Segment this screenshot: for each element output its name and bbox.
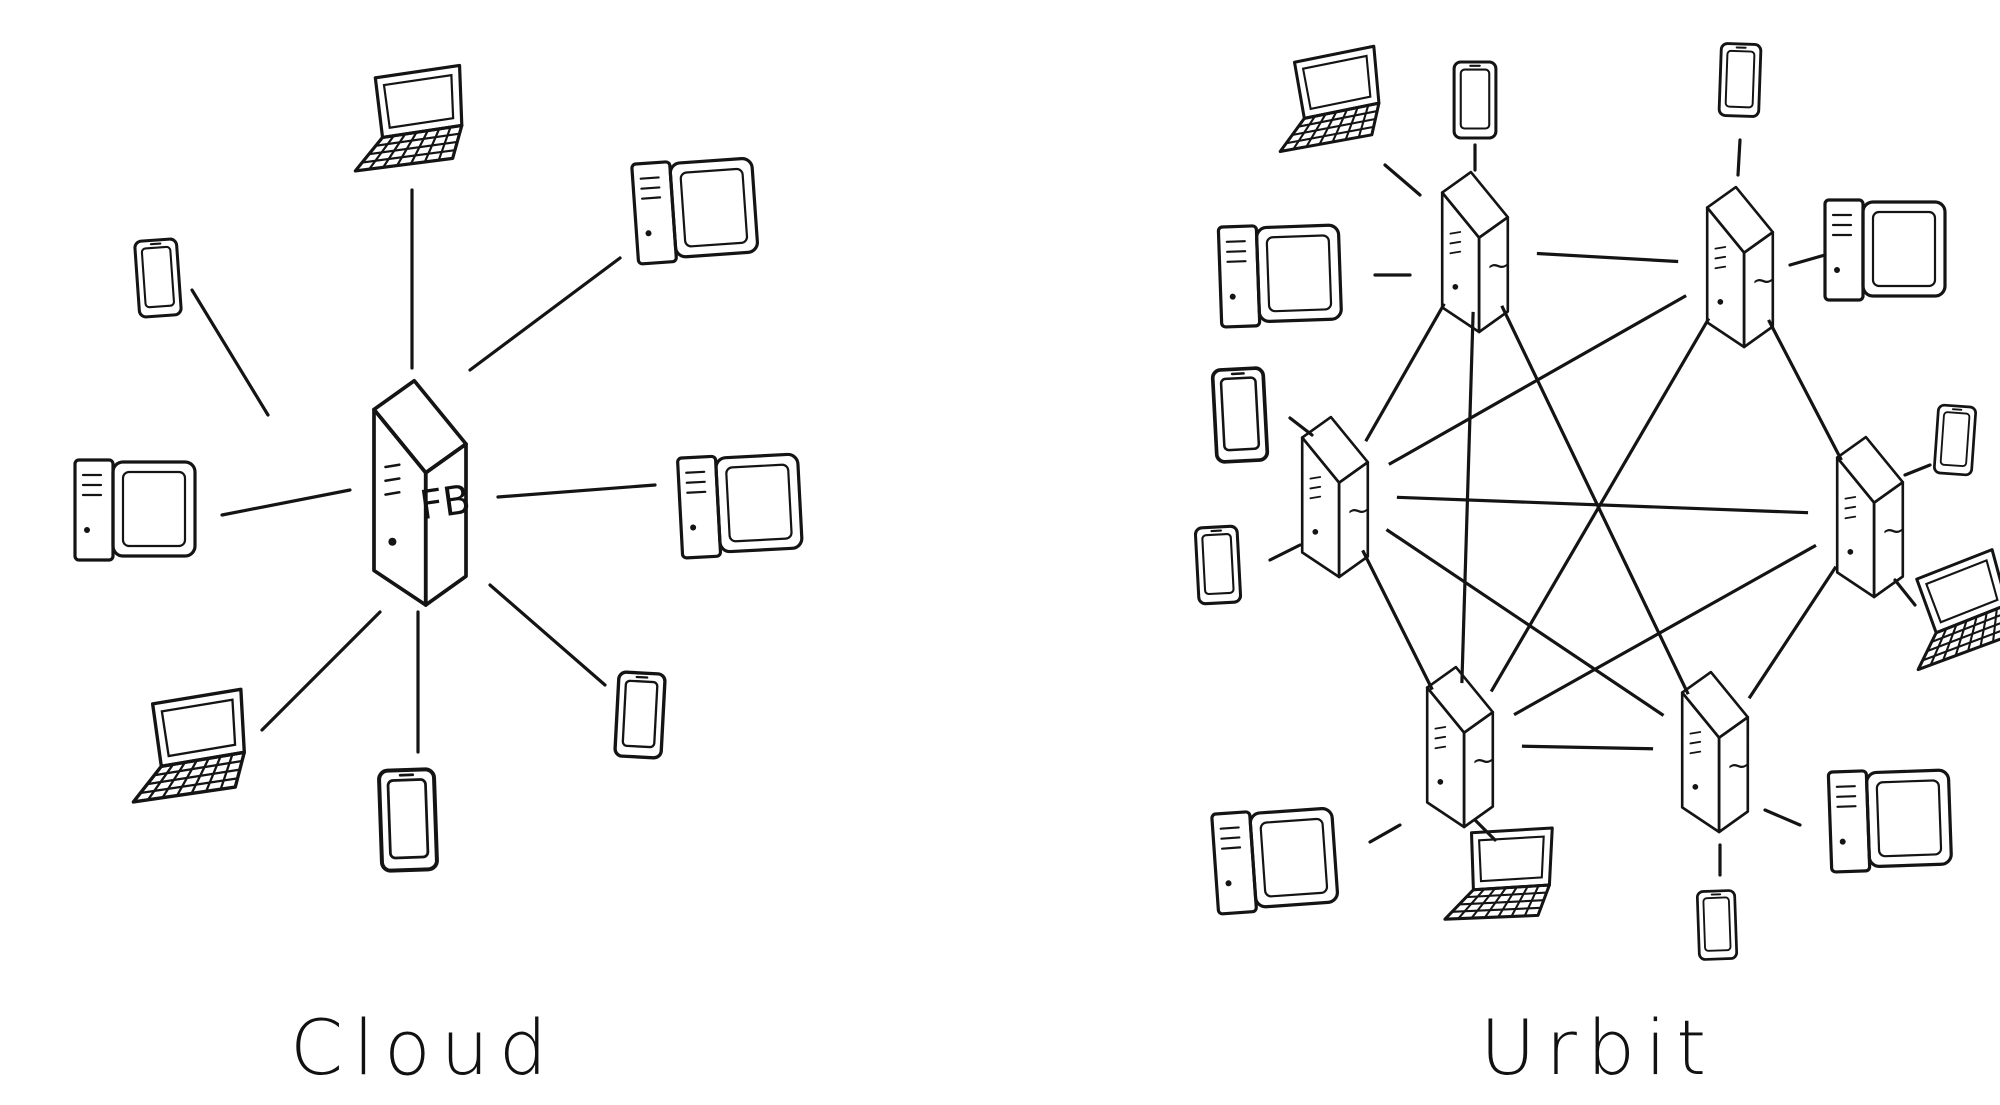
node-mark: ~ xyxy=(1346,494,1369,527)
connection-line xyxy=(1475,820,1495,840)
mesh-link xyxy=(1335,265,1740,495)
desktop-computer-icon xyxy=(1218,223,1341,327)
hub-label: FB xyxy=(417,477,473,530)
node-mark: ~ xyxy=(1881,514,1904,547)
phone-icon xyxy=(135,239,182,318)
phone-icon xyxy=(1719,43,1761,116)
caption-urbit: Urbit xyxy=(1480,1010,1716,1086)
node-mark: ~ xyxy=(1751,264,1774,297)
node-mark: ~ xyxy=(1486,249,1509,282)
connection-line xyxy=(1738,140,1740,175)
phone-icon xyxy=(379,769,437,871)
connection-line xyxy=(192,290,268,415)
phone-icon xyxy=(1454,62,1496,138)
connection-line xyxy=(490,585,605,685)
connection-line xyxy=(1765,810,1800,825)
connection-line xyxy=(498,485,655,497)
connection-line xyxy=(1370,825,1400,842)
desktop-computer-icon xyxy=(1212,806,1339,914)
mesh-link xyxy=(1335,495,1715,750)
desktop-computer-icon xyxy=(1825,200,1945,300)
laptop-icon xyxy=(123,689,252,802)
caption-cloud: Cloud xyxy=(290,1010,557,1086)
phone-icon xyxy=(1934,405,1976,475)
mesh-link xyxy=(1460,515,1870,745)
connection-line xyxy=(1270,545,1300,560)
connection-line xyxy=(262,612,380,730)
node-mark: ~ xyxy=(1471,744,1494,777)
phone-icon xyxy=(1212,368,1267,463)
laptop-icon xyxy=(1890,550,2000,670)
connection-line xyxy=(1895,580,1915,605)
connection-line xyxy=(222,490,350,515)
phone-icon xyxy=(615,672,666,758)
desktop-computer-icon xyxy=(677,452,802,558)
connection-line xyxy=(470,258,620,370)
phone-icon xyxy=(1195,526,1241,604)
laptop-icon xyxy=(1445,828,1552,919)
laptop-icon xyxy=(1268,46,1387,151)
desktop-computer-icon xyxy=(632,156,759,264)
connection-line xyxy=(1290,418,1312,435)
laptop-icon xyxy=(347,65,468,170)
connection-line xyxy=(1385,165,1420,195)
desktop-computer-icon xyxy=(1828,768,1951,872)
desktop-computer-icon xyxy=(75,460,195,560)
node-mark: ~ xyxy=(1726,749,1749,782)
phone-icon xyxy=(1697,890,1737,959)
